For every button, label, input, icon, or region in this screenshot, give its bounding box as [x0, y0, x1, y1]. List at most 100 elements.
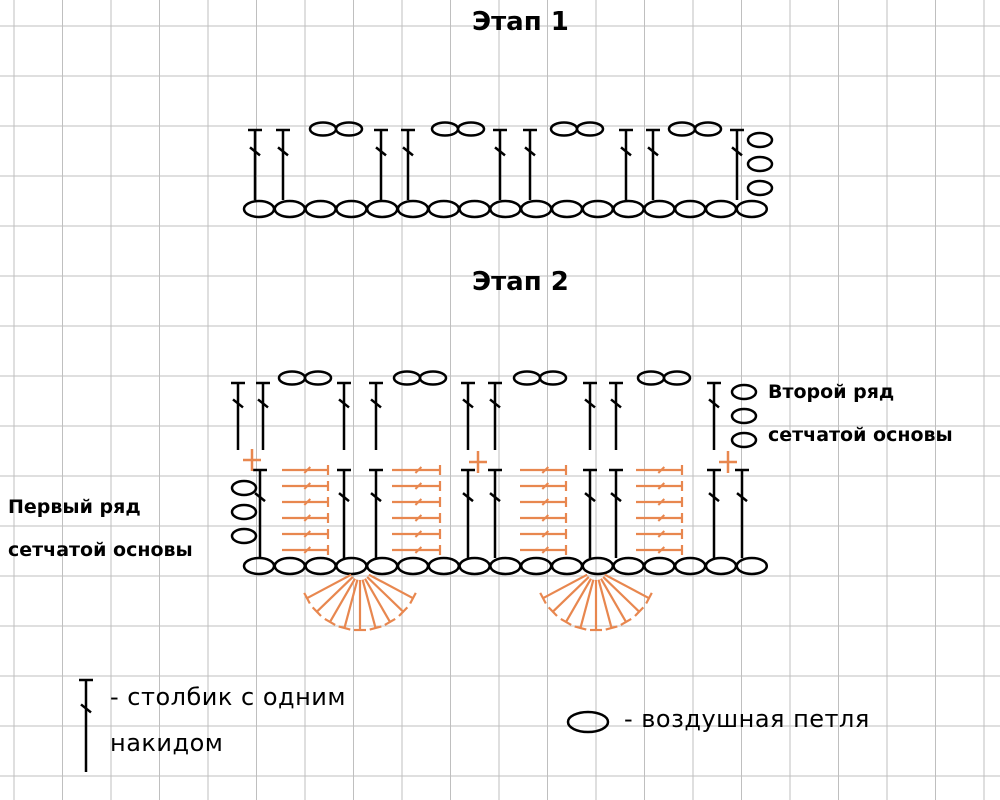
orange-dc-symbol-icon	[282, 545, 330, 555]
chain-loop-icon	[273, 199, 307, 219]
legend-symbols	[79, 678, 610, 772]
chain-loop-icon	[730, 431, 758, 449]
chain-loop-icon	[519, 556, 553, 576]
chain-loop-icon	[730, 407, 758, 425]
chain-loop-icon	[730, 383, 758, 401]
chain-loop-icon	[242, 199, 276, 219]
orange-dc-symbol-icon	[392, 481, 442, 491]
chain-loop-icon	[335, 556, 368, 576]
legend-dc-text-line2: накидом	[110, 729, 224, 757]
dc-symbol-icon	[609, 381, 623, 450]
stage1-title: Этап 1	[472, 7, 569, 37]
chain-loop-icon	[277, 370, 307, 386]
chain-loop-icon	[430, 121, 460, 137]
dc-symbol-icon	[609, 468, 623, 558]
dc-symbol-icon	[374, 128, 388, 200]
dc-symbol-icon	[248, 128, 262, 200]
chain-loop-icon	[308, 121, 338, 137]
orange-dc-symbol-icon	[282, 497, 330, 507]
stage2-title: Этап 2	[472, 267, 569, 297]
first-row-label-line1: Первый ряд	[8, 496, 141, 518]
chain-loop-icon	[365, 199, 399, 219]
dc-symbol-icon	[369, 381, 383, 450]
orange-dc-symbol-icon	[602, 576, 645, 617]
chain-loop-icon	[418, 370, 448, 386]
orange-dc-symbol-icon	[392, 529, 442, 539]
dc-symbol-icon	[730, 128, 744, 200]
orange-dc-symbol-icon	[636, 497, 684, 507]
orange-dc-symbol-icon	[520, 481, 568, 491]
dc-symbol-icon	[253, 468, 267, 558]
chain-loop-icon	[693, 121, 723, 137]
orange-dc-symbol-icon	[604, 573, 653, 604]
orange-dc-symbol-icon	[361, 579, 382, 631]
chain-loop-icon	[550, 199, 584, 219]
chain-loop-icon	[612, 199, 645, 219]
dc-symbol-icon	[256, 381, 270, 450]
dc-symbol-icon	[523, 128, 537, 200]
chain-loop-icon	[662, 370, 692, 386]
dc-symbol-icon	[337, 381, 351, 450]
dc-symbol-icon	[79, 678, 93, 772]
dc-symbol-icon	[488, 381, 502, 450]
orange-dc-symbol-icon	[354, 580, 366, 632]
orange-dc-symbol-icon	[282, 481, 330, 491]
dc-symbol-icon	[619, 128, 633, 200]
dc-symbol-icon	[401, 128, 415, 200]
chain-loop-icon	[704, 199, 738, 219]
orange-dc-symbol-icon	[600, 578, 632, 626]
chain-loop-icon	[549, 121, 579, 137]
orange-dc-symbol-icon	[590, 580, 602, 632]
dc-symbol-icon	[276, 128, 290, 200]
chain-loop-icon	[230, 527, 258, 545]
legend-dc-text-line1: - столбик с одним	[110, 683, 347, 711]
plus-icon	[469, 451, 487, 473]
chain-loop-icon	[242, 556, 276, 576]
chain-loop-icon	[489, 199, 522, 219]
orange-dc-symbol-icon	[338, 579, 359, 631]
chain-loop-icon	[643, 556, 676, 576]
orange-dc-symbol-icon	[392, 545, 442, 555]
plus-icon	[719, 451, 737, 473]
chain-loop-icon	[612, 556, 645, 576]
chain-loop-icon	[273, 556, 307, 576]
orange-dc-symbol-icon	[520, 545, 568, 555]
orange-dc-symbol-icon	[574, 579, 595, 631]
legend-chain-text: - воздушная петля	[624, 705, 870, 733]
orange-dc-symbol-icon	[636, 545, 684, 555]
dc-symbol-icon	[337, 468, 351, 558]
chain-loop-icon	[704, 556, 738, 576]
chain-loop-icon	[746, 179, 774, 197]
dc-symbol-icon	[461, 468, 475, 558]
orange-dc-symbol-icon	[392, 465, 442, 475]
chain-loop-icon	[735, 556, 769, 576]
plus-icon	[243, 449, 261, 471]
chain-loop-icon	[581, 556, 615, 576]
chain-loop-icon	[458, 556, 491, 576]
orange-dc-symbol-icon	[282, 513, 330, 523]
dc-symbol-icon	[707, 381, 721, 450]
chain-loop-icon	[643, 199, 676, 219]
chain-loop-icon	[575, 121, 605, 137]
orange-dc-symbol-icon	[392, 513, 442, 523]
dc-symbol-icon	[707, 468, 721, 558]
chain-loop-icon	[335, 199, 368, 219]
dc-symbol-icon	[461, 381, 475, 450]
chain-loop-icon	[735, 199, 769, 219]
chain-loop-icon	[636, 370, 666, 386]
chain-loop-icon	[304, 199, 337, 219]
orange-dc-symbol-icon	[520, 497, 568, 507]
chain-loop-icon	[427, 199, 461, 219]
stage2-diagram	[230, 370, 769, 632]
chain-loop-icon	[230, 503, 258, 521]
orange-dc-symbol-icon	[392, 497, 442, 507]
chain-loop-icon	[581, 199, 615, 219]
orange-dc-symbol-icon	[636, 513, 684, 523]
orange-dc-symbol-icon	[560, 578, 592, 626]
chain-loop-icon	[746, 131, 774, 149]
chain-loop-icon	[365, 556, 399, 576]
chain-loop-icon	[512, 370, 542, 386]
chain-loop-icon	[519, 199, 553, 219]
orange-dc-symbol-icon	[311, 576, 354, 617]
dc-symbol-icon	[231, 381, 245, 450]
